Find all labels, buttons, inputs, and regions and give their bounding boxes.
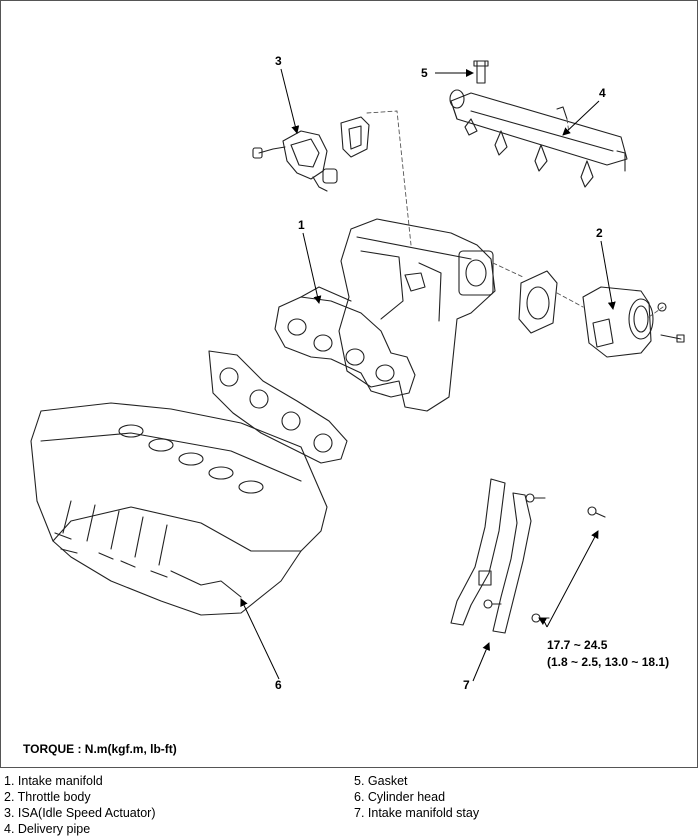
alignment-lines bbox=[366, 110, 664, 318]
exploded-view-drawing: 3 5 4 1 2 6 7 17.7 ~ 24.5 (1.8 ~ 2.5, 13… bbox=[30, 54, 685, 692]
manifold-gasket bbox=[208, 350, 348, 464]
callout-6: 6 bbox=[275, 678, 282, 692]
torque-spec-conversions: (1.8 ~ 2.5, 13.0 ~ 18.1) bbox=[547, 655, 669, 669]
legend-item: 6. Cylinder head bbox=[354, 790, 446, 804]
throttle-gasket bbox=[518, 270, 558, 334]
legend-column-right: 5. Gasket 6. Cylinder head 7. Intake man… bbox=[354, 773, 479, 821]
torque-leader-upper bbox=[546, 530, 599, 628]
legend-item: 5. Gasket bbox=[354, 774, 408, 788]
leader-line-7 bbox=[472, 642, 490, 682]
leader-line-2 bbox=[600, 240, 616, 310]
callout-3: 3 bbox=[275, 54, 282, 68]
legend-item: 4. Delivery pipe bbox=[4, 822, 91, 836]
torque-leader-lower bbox=[538, 617, 548, 628]
isa-part bbox=[252, 130, 338, 192]
manifold-stay-part bbox=[450, 478, 606, 634]
legend-item: 7. Intake manifold stay bbox=[354, 806, 480, 820]
callout-2: 2 bbox=[596, 226, 603, 240]
callout-7: 7 bbox=[463, 678, 470, 692]
torque-heading: TORQUE : N.m(kgf.m, lb-ft) bbox=[23, 742, 177, 756]
delivery-pipe-part bbox=[449, 60, 628, 188]
legend-column-left: 1. Intake manifold 2. Throttle body 3. I… bbox=[4, 773, 155, 837]
legend-item: 2. Throttle body bbox=[4, 790, 91, 804]
leader-line-6 bbox=[240, 598, 280, 680]
callout-5: 5 bbox=[421, 66, 428, 80]
leader-line-4 bbox=[562, 100, 600, 136]
callout-4: 4 bbox=[599, 86, 606, 100]
throttle-body-part bbox=[582, 286, 685, 358]
cylinder-head-part bbox=[30, 402, 328, 616]
callout-1: 1 bbox=[298, 218, 305, 232]
leader-line-3 bbox=[280, 68, 300, 134]
legend-item: 1. Intake manifold bbox=[4, 774, 103, 788]
torque-spec-value: 17.7 ~ 24.5 bbox=[547, 638, 608, 652]
isa-gasket bbox=[340, 116, 370, 158]
leader-line-1 bbox=[302, 232, 322, 304]
intake-manifold-part bbox=[274, 218, 496, 412]
legend-item: 3. ISA(Idle Speed Actuator) bbox=[4, 806, 156, 820]
diagram-frame: 3 5 4 1 2 6 7 17.7 ~ 24.5 (1.8 ~ 2.5, 13… bbox=[0, 0, 698, 768]
